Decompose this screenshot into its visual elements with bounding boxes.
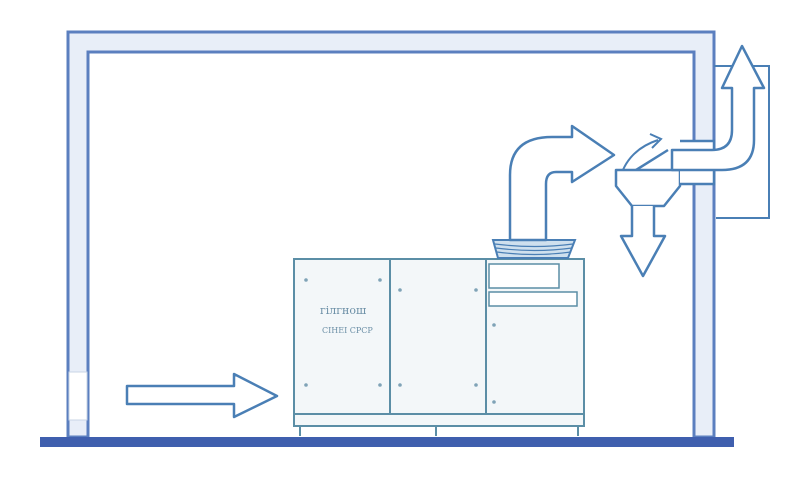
- brand-logo-text: гілгнош: [320, 304, 366, 317]
- wall-vent-opening: [68, 371, 88, 421]
- diverter-branch: [614, 168, 682, 208]
- control-panel: [488, 263, 560, 289]
- compressor-unit: гілгнош CІНЕІ СРСР: [293, 258, 585, 436]
- compressor-base: [293, 413, 585, 427]
- exhaust-duct-arrow: [508, 124, 616, 242]
- panel-screws: [304, 278, 496, 404]
- control-display: [488, 291, 578, 307]
- duct-flex-connector: [491, 239, 577, 259]
- model-text: CІНЕІ СРСР: [322, 326, 373, 335]
- damper-arc-arrowhead: [649, 133, 663, 149]
- air-intake-arrow: [125, 372, 279, 419]
- air-return-down-arrow: [619, 206, 667, 278]
- floor: [40, 437, 734, 447]
- exhaust-up-arrow: [670, 44, 766, 172]
